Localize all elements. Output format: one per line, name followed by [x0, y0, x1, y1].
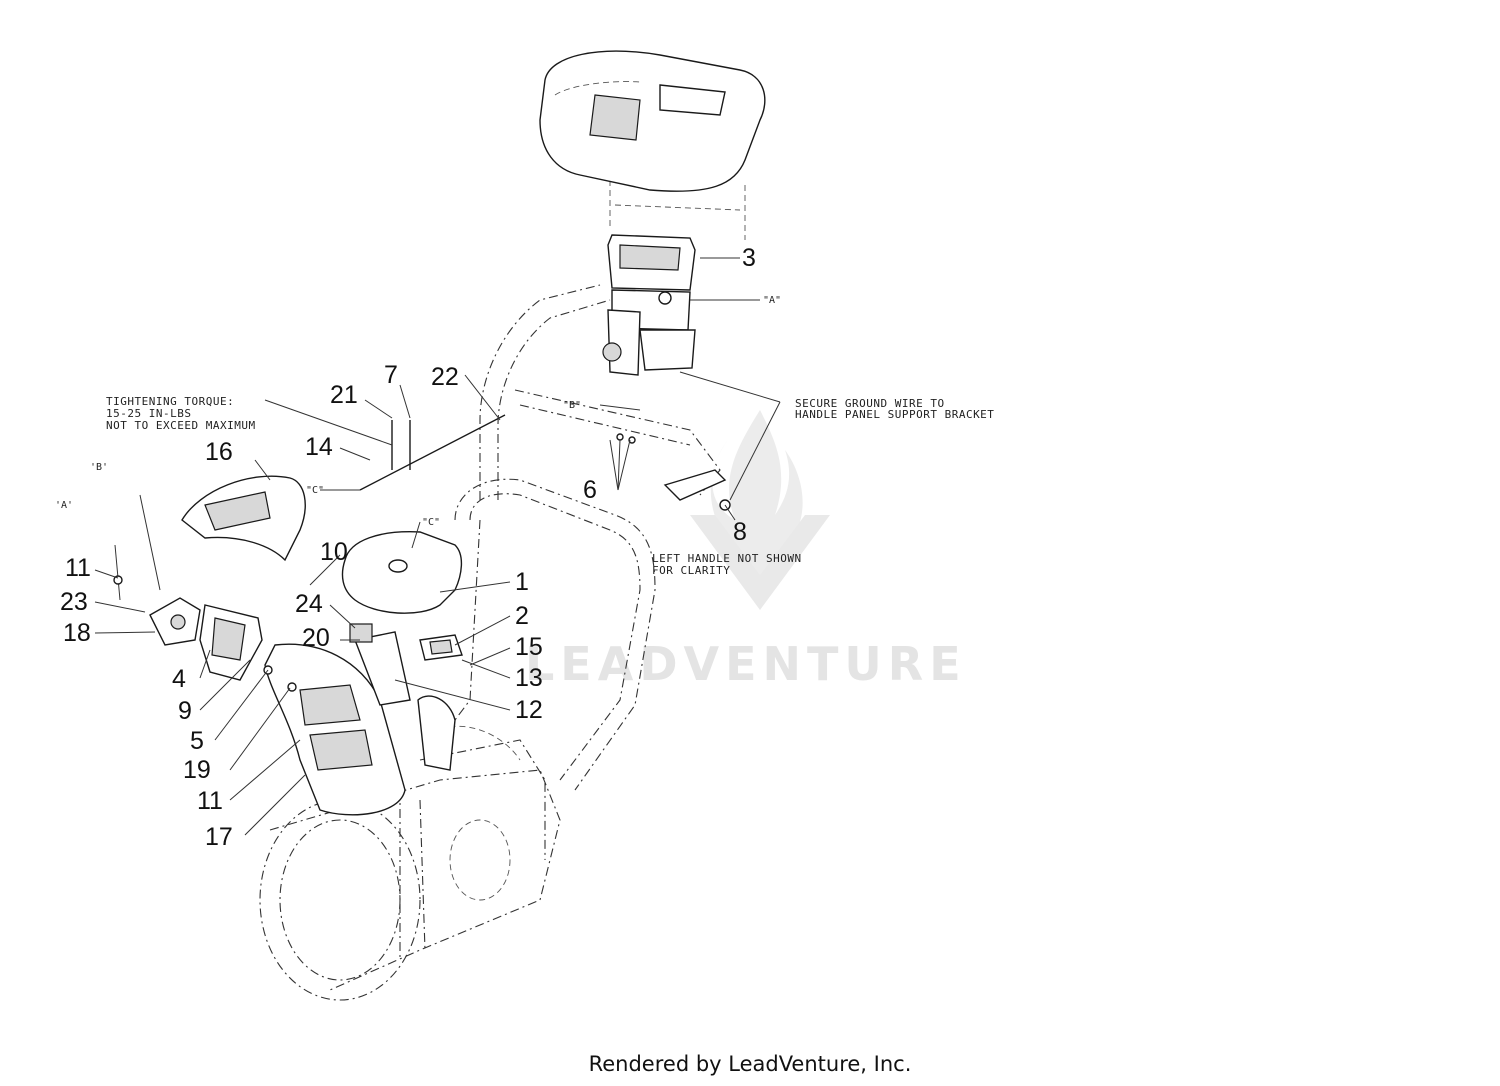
tag-a-right: "A" [763, 295, 781, 306]
callout-8: 8 [733, 518, 747, 546]
callout-13: 13 [515, 664, 543, 692]
chute-flange [199, 604, 263, 681]
callout-15: 15 [515, 633, 543, 661]
callouts: 3 7 22 21 14 16 6 8 10 11 1 23 24 2 18 2… [60, 244, 756, 851]
callout-3: 3 [742, 244, 756, 272]
watermark-v-icon [690, 515, 830, 610]
callout-4: 4 [172, 665, 186, 693]
torque-note-line1: TIGHTENING TORQUE: [106, 395, 234, 408]
callout-22: 22 [431, 363, 459, 391]
footer-credit: Rendered by LeadVenture, Inc. [588, 1052, 912, 1076]
tag-b-right: "B" [563, 400, 581, 411]
chute-cover [341, 531, 463, 614]
ground-note-line2: HANDLE PANEL SUPPORT BRACKET [795, 408, 994, 421]
callout-23: 23 [60, 588, 88, 616]
callout-5: 5 [190, 727, 204, 755]
watermark: LEADVENTURE [525, 410, 967, 691]
watermark-flame-icon [710, 410, 803, 610]
ground-note-line1: SECURE GROUND WIRE TO [795, 397, 945, 410]
torque-note-line3: NOT TO EXCEED MAXIMUM [106, 419, 256, 432]
callout-10: 10 [320, 538, 348, 566]
callout-24: 24 [295, 590, 323, 618]
watermark-text: LEADVENTURE [525, 637, 967, 691]
tag-b-left: 'B' [90, 462, 108, 473]
callout-14: 14 [305, 433, 333, 461]
ground-wire-note: SECURE GROUND WIRE TO HANDLE PANEL SUPPO… [795, 397, 994, 421]
control-panel-cover [539, 50, 766, 192]
callout-21: 21 [330, 381, 358, 409]
crank-rod [320, 414, 506, 491]
torque-note-line2: 15-25 IN-LBS [106, 407, 191, 420]
callout-2: 2 [515, 602, 529, 630]
callout-12: 12 [515, 696, 543, 724]
callout-9: 9 [178, 697, 192, 725]
lower-chute [264, 631, 456, 816]
left-handle-note-line1: LEFT HANDLE NOT SHOWN [652, 552, 802, 565]
callout-7: 7 [384, 361, 398, 389]
callout-19: 19 [183, 756, 211, 784]
torque-note: TIGHTENING TORQUE: 15-25 IN-LBS NOT TO E… [106, 395, 256, 432]
left-handle-note-line2: FOR CLARITY [652, 564, 730, 577]
chute-bracket [419, 634, 463, 661]
tag-c-cover: "C" [422, 517, 440, 528]
reference-tags: "A" "B" "C" "C" 'A' 'B' [55, 295, 781, 528]
left-handle-note: LEFT HANDLE NOT SHOWN FOR CLARITY [652, 552, 802, 577]
pitch-control [114, 494, 201, 646]
callout-20: 20 [302, 624, 330, 652]
fasteners [113, 433, 731, 692]
callout-18: 18 [63, 619, 91, 647]
callout-17: 17 [205, 823, 233, 851]
chute-deflector [181, 475, 306, 562]
leader-lines [94, 257, 781, 836]
auger-housing [259, 725, 561, 1001]
callout-1: 1 [515, 568, 529, 596]
control-panel-assembly [602, 234, 696, 376]
tag-a-left: 'A' [55, 500, 73, 511]
callout-11a: 11 [65, 554, 91, 582]
callout-16: 16 [205, 438, 233, 466]
callout-11b: 11 [197, 787, 223, 815]
callout-6: 6 [583, 476, 597, 504]
tag-c-upper: "C" [306, 485, 324, 496]
